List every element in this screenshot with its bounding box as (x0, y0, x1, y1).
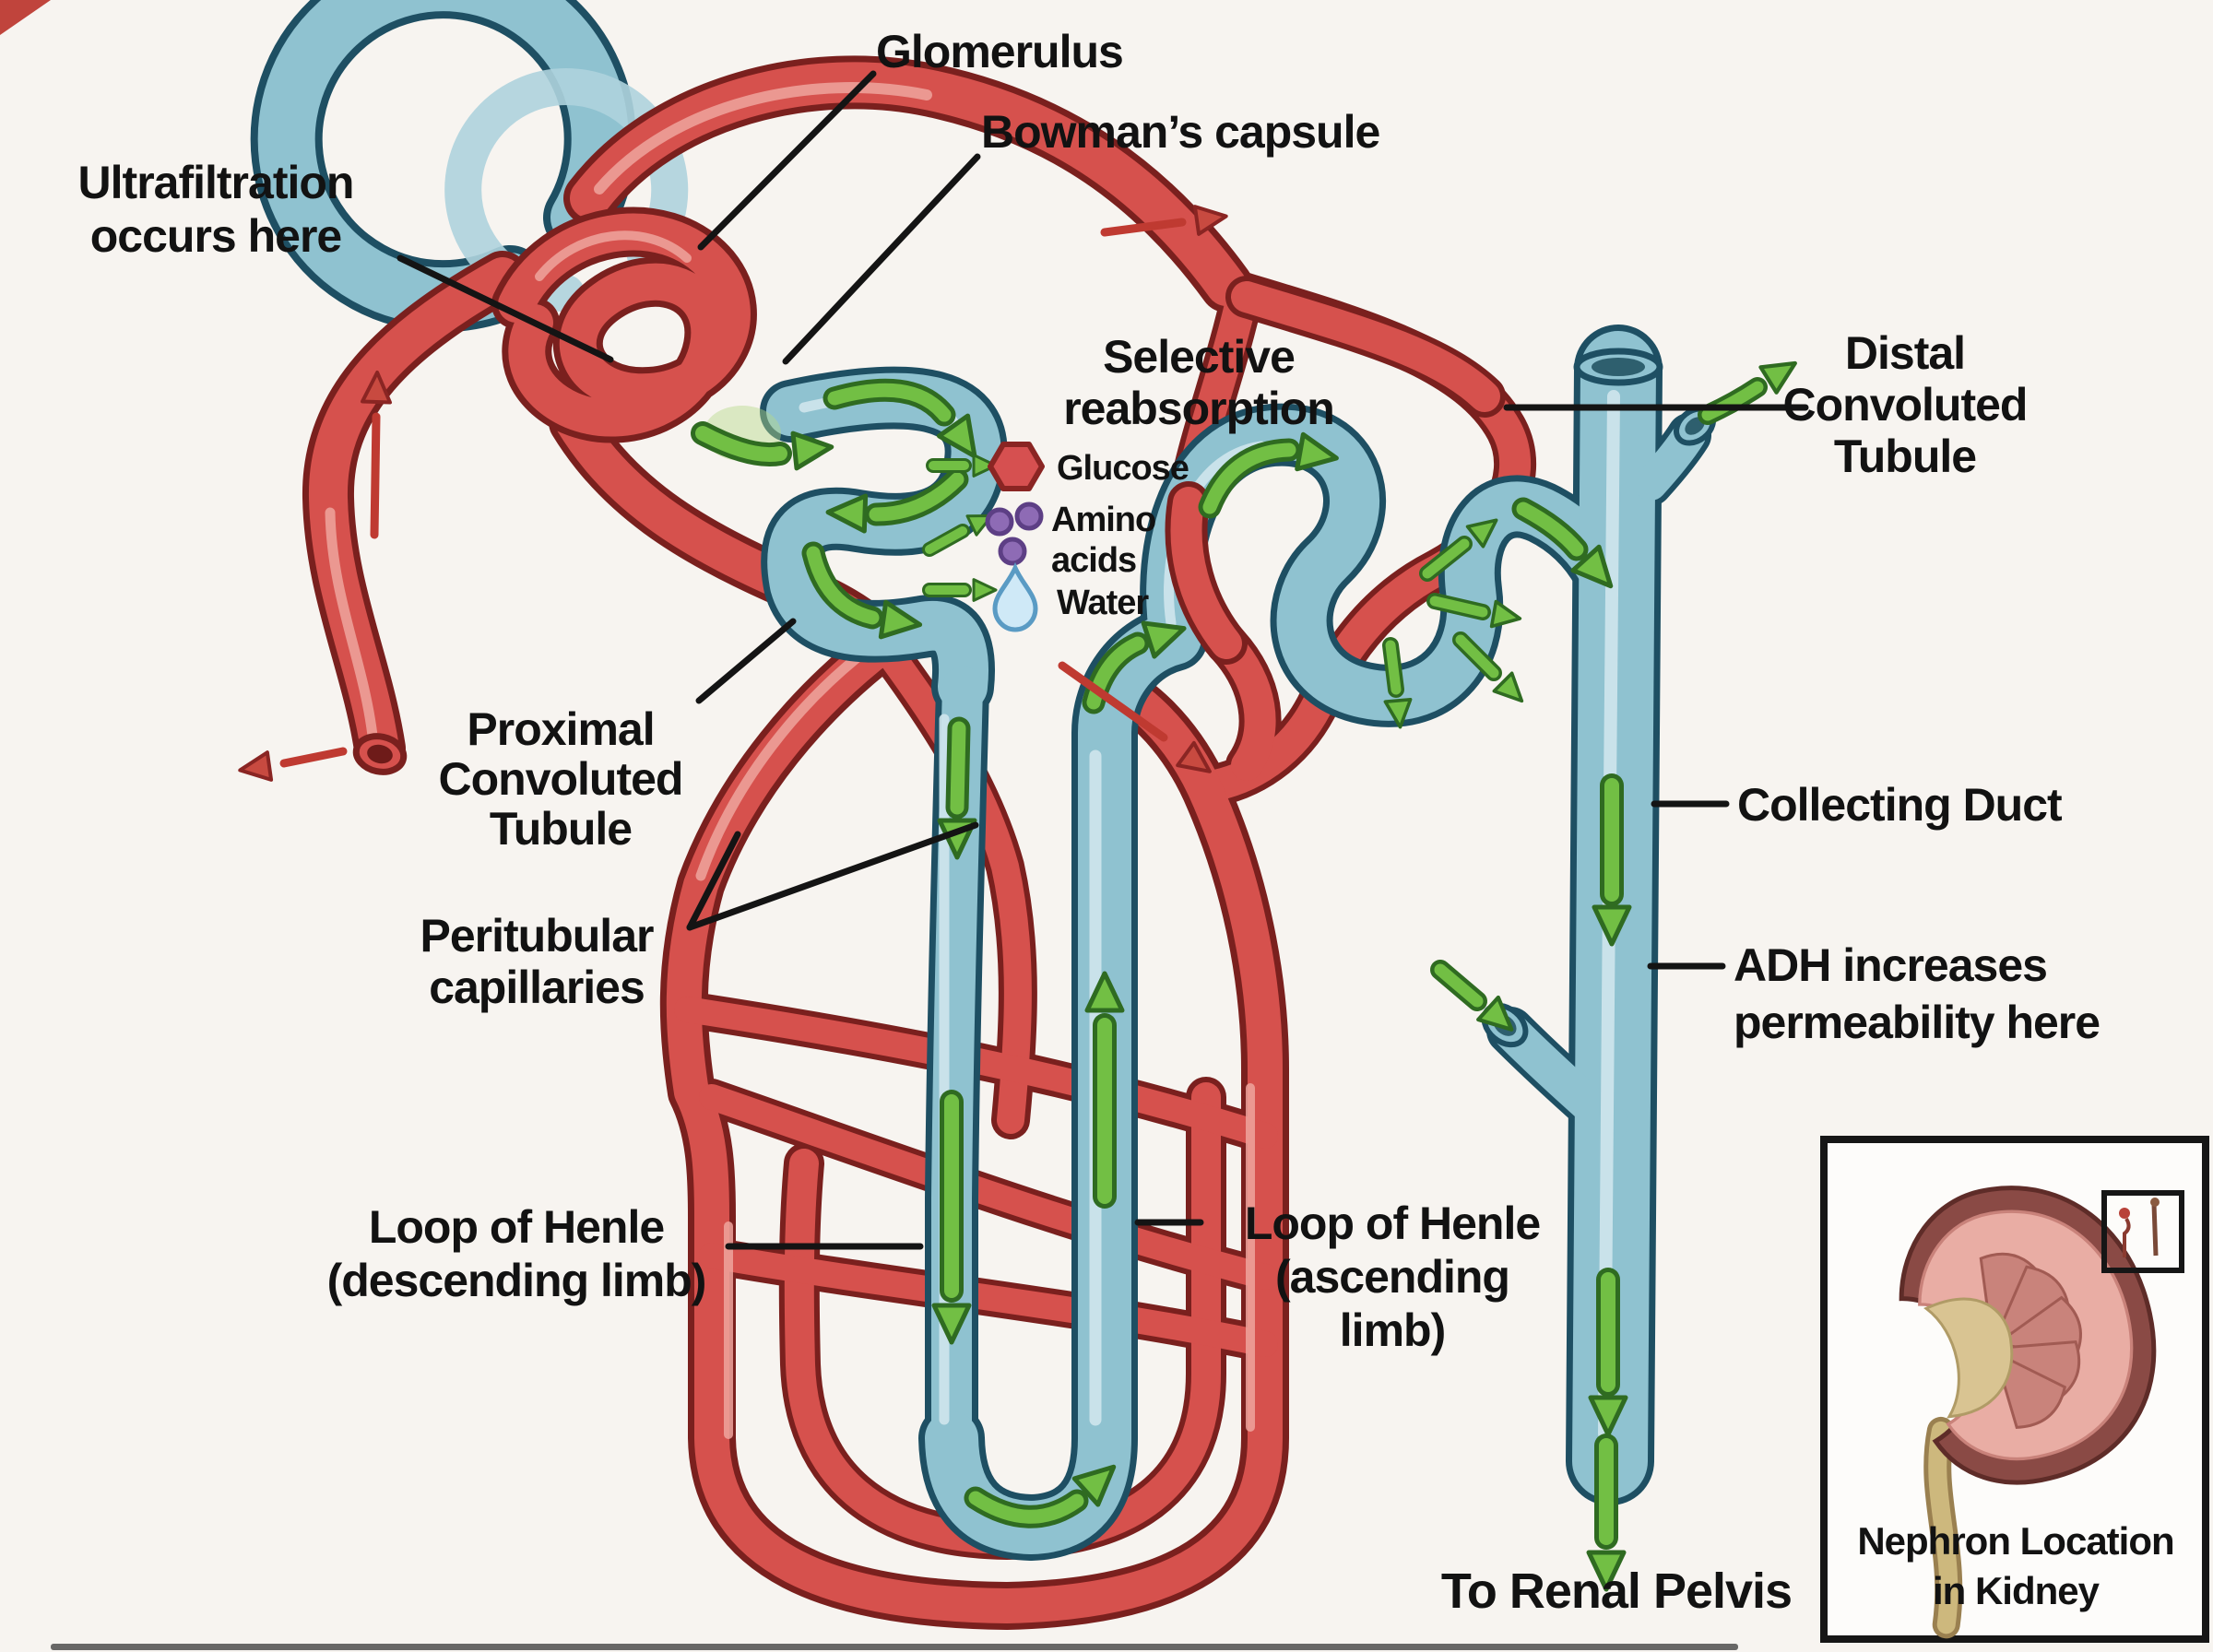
label-adh-2: permeability here (1734, 997, 2100, 1048)
label-loop-desc-1: Loop of Henle (369, 1201, 664, 1253)
label-distal-2: Convoluted (1783, 379, 2028, 431)
blood-arrow-left (238, 747, 348, 782)
water-drop-icon (992, 561, 1038, 632)
label-peritubular-2: capillaries (429, 962, 645, 1013)
diagram-labels: Glomerulus Bowman’s capsule Ultrafiltrat… (78, 26, 2101, 1619)
leader-proximal (695, 618, 797, 704)
label-to-renal-pelvis: To Renal Pelvis (1441, 1564, 1792, 1619)
flow-arrow-proximal-2 (825, 467, 969, 534)
glucose-hexagon-icon (988, 442, 1045, 491)
capillary-overlay-strands (1165, 276, 1506, 665)
leader-peritubular-1 (686, 831, 741, 931)
flow-arrow-branch-upper (1698, 360, 1797, 425)
legend-arrow-water (922, 578, 998, 602)
inset-caption-2: in Kidney (1933, 1569, 2101, 1612)
label-glucose: Glucose (1057, 449, 1189, 488)
label-loop-asc-2: (ascending (1275, 1251, 1509, 1303)
flow-arrow-ascending (1084, 971, 1125, 1209)
kidney-illustration (1899, 1186, 2157, 1639)
flow-arrow-duct-2 (1588, 1268, 1628, 1437)
flow-arrow-loop-turn (964, 1464, 1117, 1528)
leader-glomerulus (697, 70, 877, 251)
vessel-cut-opening (352, 733, 408, 775)
label-loop-asc-1: Loop of Henle (1245, 1198, 1540, 1249)
label-distal-3: Tubule (1834, 431, 1976, 482)
corner-artifact (0, 0, 51, 35)
legend (985, 442, 1045, 632)
flow-arrow-duct-exit (1586, 1434, 1627, 1592)
flow-arrow-branch-lower (1430, 960, 1514, 1032)
label-peritubular-1: Peritubular (420, 910, 654, 962)
reabsorption-arrow-3 (1382, 637, 1413, 729)
nephron-location-marker (2101, 1190, 2184, 1273)
label-amino-1: Amino (1051, 501, 1155, 539)
label-proximal-3: Tubule (490, 803, 632, 855)
flow-arrow-duct-1 (1592, 773, 1632, 947)
leader-ultrafiltration (396, 254, 614, 363)
label-glomerulus: Glomerulus (876, 26, 1123, 77)
blood-arrow-up (361, 371, 392, 539)
label-proximal-2: Convoluted (439, 753, 683, 805)
label-ultrafiltration-1: Ultrafiltration (78, 157, 354, 208)
blood-flow-arrows (238, 205, 1228, 782)
label-distal-1: Distal (1845, 327, 1965, 379)
bottom-edge-artifact (51, 1644, 1738, 1650)
label-selective-2: reabsorption (1063, 383, 1334, 434)
legend-arrow-glucose (926, 454, 998, 478)
flow-arrow-descending-long (931, 1090, 972, 1345)
flow-arrows (691, 360, 1797, 1592)
kidney-inset: Nephron Location in Kidney (1820, 1136, 2209, 1643)
label-water: Water (1057, 584, 1149, 622)
flow-arrow-proximal-3 (801, 541, 923, 640)
flow-arrow-capsule-exit (691, 421, 834, 471)
label-amino-2: acids (1051, 541, 1136, 580)
reabsorption-arrow-4 (1452, 631, 1524, 703)
collecting-duct-opening (1573, 348, 1663, 386)
leader-bowmans-capsule (782, 153, 981, 365)
label-bowmans-capsule: Bowman’s capsule (981, 106, 1379, 158)
leader-peritubular-2 (686, 821, 979, 931)
leader-lines (396, 70, 1809, 1250)
reabsorption-arrow-2 (1426, 593, 1522, 629)
label-adh-1: ADH increases (1734, 939, 2047, 991)
blood-arrow-down-right (1058, 661, 1212, 773)
flow-arrow-proximal-1 (822, 378, 977, 459)
label-selective-1: Selective (1103, 331, 1295, 383)
flow-arrow-distal-1 (1198, 431, 1339, 519)
label-collecting-duct: Collecting Duct (1737, 779, 2063, 831)
reabsorption-arrow-1 (1419, 518, 1498, 582)
blood-arrow-right (1100, 205, 1228, 237)
label-ultrafiltration-2: occurs here (90, 210, 342, 262)
glomerulus-illustration (491, 206, 757, 443)
label-loop-desc-2: (descending limb) (327, 1255, 706, 1306)
label-loop-asc-3: limb) (1340, 1304, 1445, 1356)
flow-arrow-into-duct (1511, 497, 1614, 589)
amino-acids-icon (985, 502, 1044, 566)
label-proximal-1: Proximal (467, 703, 654, 755)
inset-caption-1: Nephron Location (1857, 1519, 2173, 1563)
